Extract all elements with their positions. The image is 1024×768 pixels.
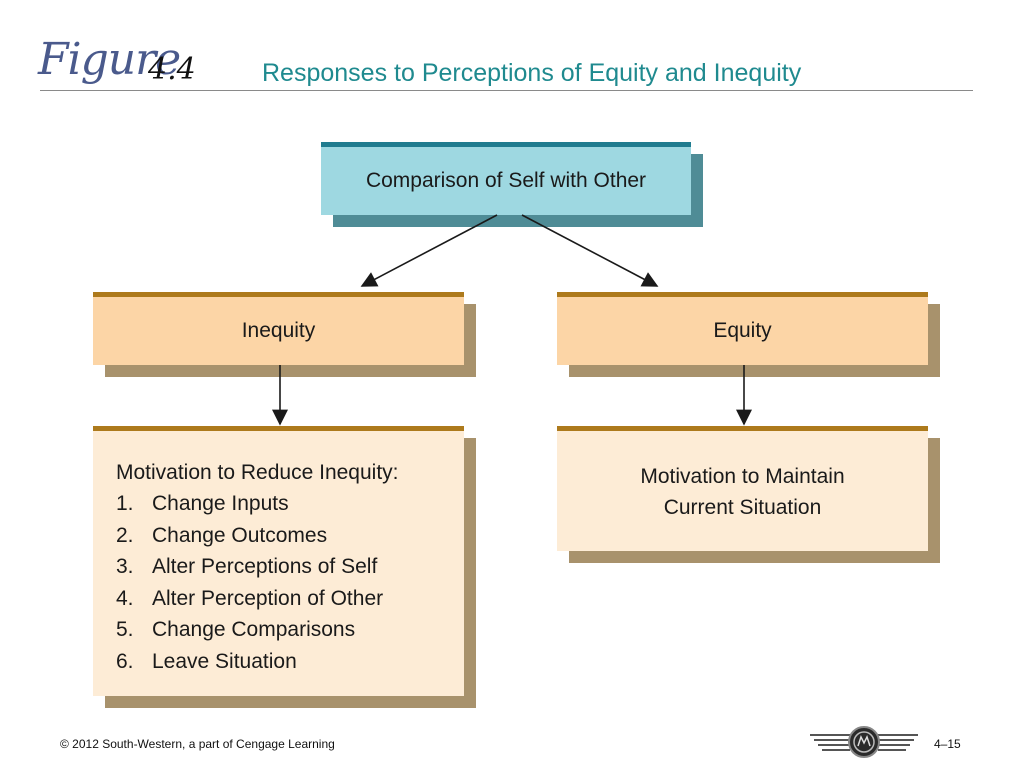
equity-label: Equity (713, 319, 772, 342)
page-title: Responses to Perceptions of Equity and I… (262, 59, 802, 87)
maintain-line-2: Current Situation (663, 496, 822, 519)
copyright-text: © 2012 South-Western, a part of Cengage … (60, 737, 335, 751)
arrow-to-equity (521, 214, 659, 287)
equity-box: Equity (557, 292, 928, 365)
list-item: 3. Alter Perceptions of Self (116, 551, 464, 583)
header-divider (40, 90, 973, 91)
figure-label: Figure (38, 34, 181, 85)
list-item: 6. Leave Situation (116, 646, 464, 678)
list-item-text: Alter Perception of Other (152, 586, 384, 610)
list-item-number: 6. (116, 649, 134, 673)
comparison-label: Comparison of Self with Other (365, 169, 647, 192)
reduce-list: 1. Change Inputs 2. Change Outcomes 3. Alte… (116, 488, 464, 677)
list-item: 2. Change Outcomes (116, 520, 464, 552)
list-item-text: Change Comparisons (152, 618, 356, 641)
list-item-number: 4. (116, 586, 134, 610)
list-item-number: 5. (116, 618, 134, 641)
list-item-text: Change Outcomes (152, 523, 328, 547)
maintain-text: Motivation to Maintain Current Situation (557, 461, 928, 523)
list-item-text: Change Inputs (152, 492, 289, 515)
maintain-situation-box: Motivation to Maintain Current Situation (557, 426, 928, 551)
list-item: 5. Change Comparisons (116, 614, 464, 646)
list-item-number: 2. (116, 523, 134, 547)
list-item-text: Alter Perceptions of Self (152, 555, 378, 578)
inequity-box: Inequity (93, 292, 464, 365)
list-item: 4. Alter Perception of Other (116, 583, 464, 615)
list-item: 1. Change Inputs (116, 488, 464, 520)
reduce-inequity-box: Motivation to Reduce Inequity: 1. Change … (93, 426, 464, 696)
comparison-box: Comparison of Self with Other (321, 142, 691, 215)
page-number: 4–15 (934, 737, 961, 751)
winged-emblem-icon (810, 726, 918, 758)
reduce-heading: Motivation to Reduce Inequity: (116, 461, 399, 484)
list-item-text: Leave Situation (152, 649, 297, 673)
arrow-to-inequity (360, 214, 498, 287)
inequity-label: Inequity (241, 319, 316, 342)
list-item-number: 1. (116, 492, 134, 515)
figure-number: 4.4 (148, 52, 196, 87)
list-item-number: 3. (116, 555, 134, 578)
maintain-line-1: Motivation to Maintain (640, 465, 845, 488)
